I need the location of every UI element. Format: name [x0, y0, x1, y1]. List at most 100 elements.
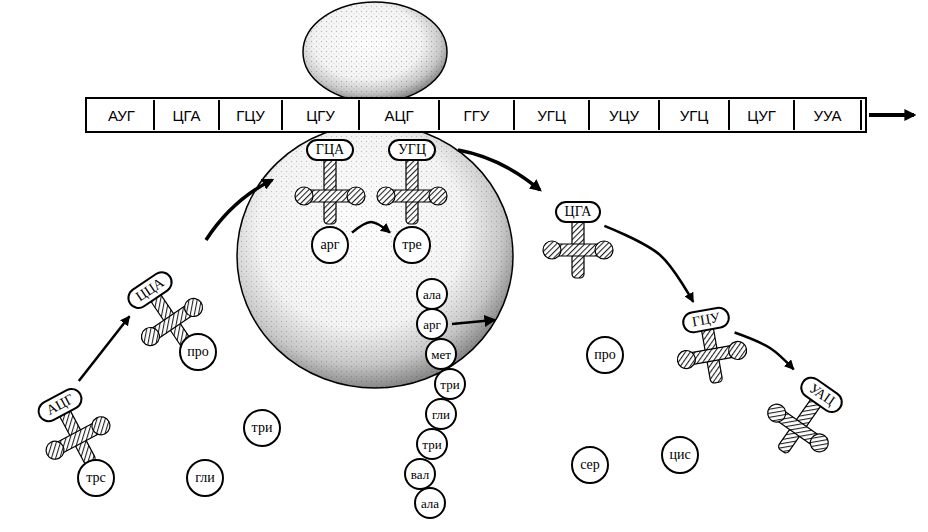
node-label: УУА — [813, 108, 841, 123]
codon-box: УЦУ — [590, 100, 660, 130]
exit-arrow — [458, 150, 540, 190]
arrow-connector — [735, 333, 794, 370]
small-subunit — [303, 2, 447, 102]
codon-box: ЦУГ — [730, 100, 795, 130]
amino-acid-circle: гли — [186, 459, 224, 497]
node-label: УГЦ — [537, 108, 566, 123]
codon-box: ГЦУ — [220, 100, 283, 130]
amino-acid-circle: вал — [404, 458, 436, 490]
codon-box: ЦГУ — [283, 100, 360, 130]
peptide-arrow — [452, 320, 494, 324]
large-subunit — [237, 124, 513, 388]
node-label: гли — [432, 408, 450, 421]
node-label: АУГ — [108, 108, 135, 123]
entry-arrow — [206, 180, 272, 240]
node-label: ГЦУ — [236, 108, 265, 123]
trna-loop — [181, 295, 206, 320]
node-label: ала — [421, 497, 439, 510]
node-label: ГЦА — [316, 143, 344, 157]
node-label: ГЦУ — [691, 311, 721, 330]
node-label: три — [422, 438, 441, 451]
anticodon-oval: ГЦУ — [680, 305, 731, 335]
amino-acid-circle: ала — [414, 487, 446, 519]
amino-acid-circle: сер — [571, 446, 609, 484]
node-label: трс — [86, 471, 106, 485]
amino-acid-circle: гли — [425, 398, 457, 430]
arrow-connector — [352, 222, 390, 233]
trna-loop — [764, 401, 789, 426]
node-label: про — [594, 348, 616, 362]
anticodon-oval: УГЦ — [388, 139, 436, 161]
amino-acid-circle: трс — [77, 459, 115, 497]
amino-acid-circle: про — [179, 333, 217, 371]
node-label: сер — [580, 458, 600, 472]
trna-loop — [138, 324, 163, 349]
node-label: ала — [423, 288, 441, 301]
trna-loop — [595, 241, 613, 259]
node-label: УГЦ — [680, 108, 709, 123]
amino-acid-circle: цис — [661, 436, 699, 474]
trna-loop — [295, 187, 313, 205]
large-subunit-stipple — [237, 124, 513, 388]
node-label: АЦГ — [384, 108, 413, 123]
trna-loop — [727, 340, 748, 361]
arrow-connector — [604, 226, 693, 302]
node-label: УЦУ — [609, 108, 639, 123]
trna-loop — [377, 187, 395, 205]
codon-box: АЦГ — [360, 100, 440, 130]
codon-box: УГЦ — [515, 100, 590, 130]
anticodon-oval: ЦГА — [555, 201, 602, 223]
mrna-direction-arrow — [869, 113, 914, 117]
node-label: УГЦ — [398, 143, 426, 157]
node-label: арг — [423, 318, 441, 331]
amino-acid-circle: ала — [416, 278, 448, 310]
codon-box: УГЦ — [660, 100, 730, 130]
node-label: мет — [431, 348, 451, 361]
trna-body — [377, 156, 447, 224]
mrna-strand — [86, 98, 866, 132]
node-label: три — [252, 421, 273, 435]
amino-acid-circle: три — [416, 428, 448, 460]
node-label: вал — [411, 468, 429, 481]
node-label: ЦГА — [565, 205, 592, 219]
node-label: тре — [402, 238, 422, 252]
node-label: ЦУГ — [747, 108, 776, 123]
amino-acid-circle: арг — [311, 226, 349, 264]
node-label: ЦГУ — [306, 108, 335, 123]
small-subunit-stipple — [303, 2, 447, 102]
amino-acid-circle: про — [586, 336, 624, 374]
codon-box: УУА — [795, 100, 862, 130]
amino-acid-circle: мет — [425, 338, 457, 370]
amino-acid-circle: арг — [416, 308, 448, 340]
node-label: УАЦ — [807, 381, 838, 408]
anticodon-oval: ЦЦА — [123, 267, 177, 313]
amino-acid-circle: три — [434, 368, 466, 400]
trna-loop — [676, 349, 697, 370]
amino-acid-circle: три — [243, 409, 281, 447]
amino-acid-circle: тре — [393, 226, 431, 264]
codon-box: ГГУ — [440, 100, 515, 130]
node-label: ЦГА — [172, 108, 200, 123]
trna-loop — [43, 438, 67, 462]
anticodon-oval: АЦГ — [33, 384, 86, 426]
codon-box: АУГ — [90, 100, 155, 130]
node-label: про — [187, 345, 209, 359]
node-label: ГГУ — [464, 108, 490, 123]
node-label: три — [440, 378, 459, 391]
node-label: АЦГ — [44, 392, 76, 418]
trna-loop — [807, 430, 832, 455]
anticodon-oval: ГЦА — [306, 139, 354, 161]
trna-loop — [543, 241, 561, 259]
codon-box: ЦГА — [155, 100, 220, 130]
node-label: цис — [669, 448, 690, 462]
anticodon-oval: УАЦ — [796, 372, 848, 417]
trna-loop — [429, 187, 447, 205]
trna-body — [295, 156, 365, 224]
arrow-connector — [79, 316, 130, 381]
trna-loop — [347, 187, 365, 205]
node-label: арг — [321, 238, 340, 252]
node-label: гли — [195, 471, 215, 485]
